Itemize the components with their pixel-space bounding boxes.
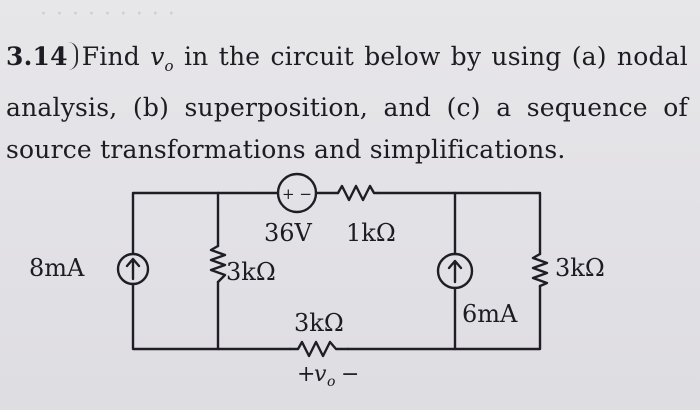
voltage-source-36v bbox=[276, 172, 318, 214]
problem-number: 3.14 bbox=[6, 42, 82, 71]
arrow-8ma bbox=[125, 257, 141, 281]
variable-subscript: o bbox=[164, 57, 174, 75]
arrow-6ma bbox=[447, 259, 463, 284]
label-36v: 36V bbox=[264, 219, 313, 247]
current-source-6ma bbox=[436, 252, 474, 290]
wire-left-bottom bbox=[131, 282, 292, 351]
variable-v: v bbox=[150, 42, 165, 71]
vo-plus: + bbox=[297, 362, 315, 387]
label-3k-left: 3kΩ bbox=[226, 258, 276, 286]
voltage-source-polarity: + − bbox=[282, 185, 312, 203]
wire-bottom-right bbox=[346, 284, 542, 351]
label-3k-right: 3kΩ bbox=[555, 254, 605, 282]
problem-text-find: Find bbox=[81, 42, 151, 71]
resistor-1k-zigzag bbox=[336, 184, 380, 202]
wire-left-top bbox=[131, 191, 280, 256]
resistor-3k-left-zigzag bbox=[209, 244, 227, 284]
label-6ma: 6mA bbox=[462, 300, 518, 328]
wire-top-right bbox=[376, 191, 542, 256]
current-source-8ma bbox=[116, 252, 150, 286]
resistor-3k-bottom-zigzag bbox=[288, 340, 350, 358]
vo-variable: v bbox=[314, 362, 327, 387]
resistor-3k-right-zigzag bbox=[531, 252, 549, 288]
problem-line-2: analysis, (b) superposition, and (c) a s… bbox=[6, 93, 688, 122]
problem-line-3: source transformations and simplificatio… bbox=[6, 135, 566, 164]
label-1k: 1kΩ bbox=[346, 219, 396, 247]
label-8ma: 8mA bbox=[29, 254, 85, 282]
vo-subscript: o bbox=[327, 374, 335, 390]
vo-minus: − bbox=[341, 362, 359, 387]
label-3k-bottom: 3kΩ bbox=[294, 309, 344, 337]
problem-text-rest: in the circuit below by using (a) nodal bbox=[173, 42, 688, 71]
bleed-through-text: · · · · · · · · · bbox=[40, 2, 176, 27]
